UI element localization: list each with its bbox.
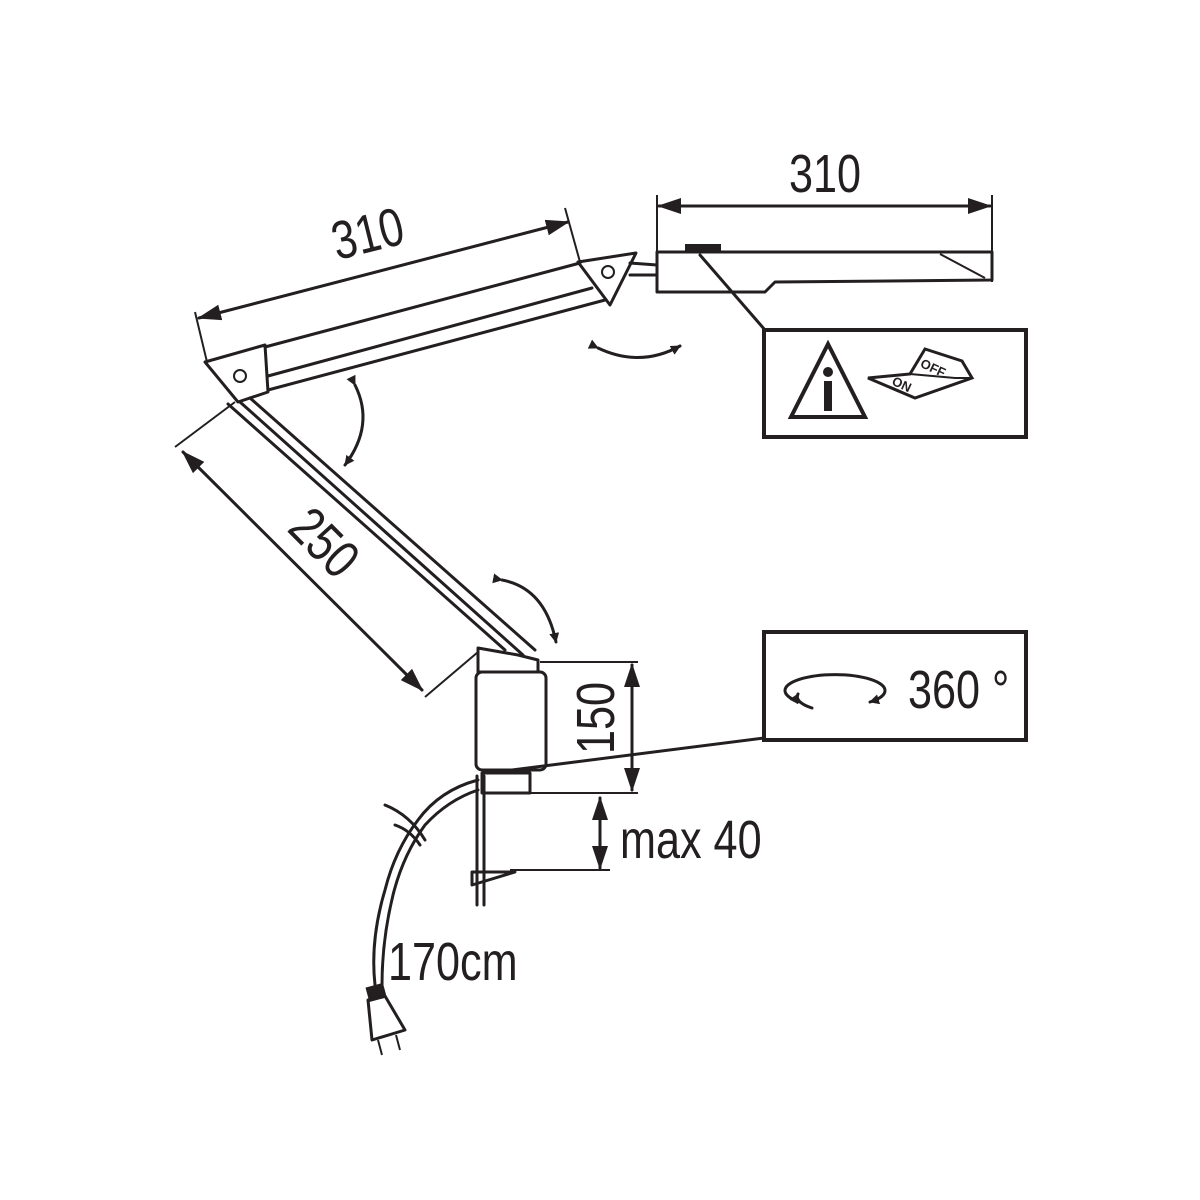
lower-arm-length-label: 250 <box>277 497 370 590</box>
head-length-label: 310 <box>789 145 861 205</box>
info-warning-icon <box>787 339 869 419</box>
upper-arm <box>203 251 638 404</box>
power-cable: 170cm <box>365 778 518 1056</box>
lamp-head <box>628 244 994 332</box>
rotation-box: 360 ° <box>510 630 1028 772</box>
clamp-max-label: max 40 <box>620 811 762 871</box>
rotate-360-icon <box>783 673 887 710</box>
lamp-base <box>470 646 548 907</box>
plug-icon <box>365 982 407 1056</box>
base-height-label: 150 <box>567 682 627 754</box>
base-height-dimension: 150 <box>528 661 640 794</box>
on-off-switch-icon: OFF ON <box>867 347 975 400</box>
switch <box>685 244 721 253</box>
switch-on-label: ON <box>890 373 914 395</box>
upper-arm-length-label: 310 <box>326 197 410 272</box>
lower-arm <box>226 396 537 657</box>
info-box: OFF ON <box>762 328 1028 439</box>
head-dimension: 310 <box>656 145 993 292</box>
lower-arm-dimension: 250 <box>174 401 479 698</box>
clamp-dimension: max 40 <box>510 796 762 871</box>
rotation-arrows <box>343 339 682 644</box>
cable-length-label: 170cm <box>388 933 518 993</box>
rotation-label: 360 ° <box>908 661 1009 721</box>
